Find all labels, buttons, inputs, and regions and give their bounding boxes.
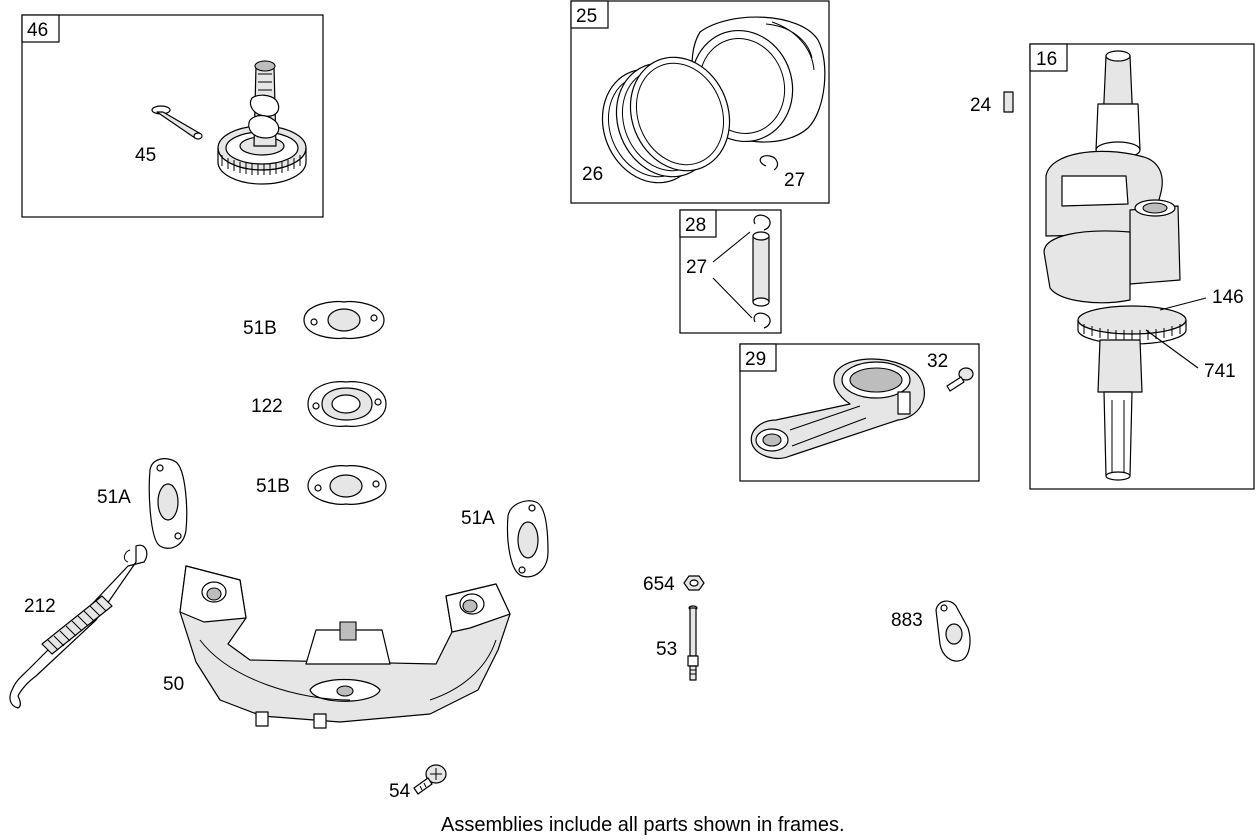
label-212: 212 bbox=[24, 596, 56, 617]
label-883: 883 bbox=[891, 610, 923, 631]
part-51b-gasket-bottom[interactable] bbox=[307, 465, 387, 505]
part-26-piston-rings[interactable] bbox=[586, 42, 746, 198]
footer-note: Assemblies include all parts shown in fr… bbox=[441, 814, 845, 836]
crankshaft-part[interactable] bbox=[1043, 50, 1187, 481]
frame-46-number: 46 bbox=[27, 20, 48, 41]
part-50-exhaust-manifold[interactable] bbox=[179, 565, 511, 729]
label-122: 122 bbox=[251, 396, 283, 417]
frame-28-number: 28 bbox=[685, 215, 706, 236]
label-54: 54 bbox=[389, 781, 411, 802]
frame-29-number: 29 bbox=[745, 349, 766, 370]
part-51a-gasket-left[interactable] bbox=[148, 458, 188, 549]
part-24-key[interactable] bbox=[1003, 91, 1014, 113]
label-51b-bottom: 51B bbox=[256, 476, 290, 497]
part-122-gasket[interactable] bbox=[307, 381, 387, 427]
label-26: 26 bbox=[582, 164, 603, 185]
leader-741 bbox=[1145, 329, 1199, 369]
part-654-nut[interactable] bbox=[683, 575, 705, 591]
part-51b-gasket-top[interactable] bbox=[303, 300, 385, 340]
label-51b-top: 51B bbox=[243, 318, 277, 339]
part-883-gasket[interactable] bbox=[935, 600, 971, 662]
part-32-rod-bolt[interactable] bbox=[946, 367, 974, 392]
part-45-valve-tappet[interactable] bbox=[151, 105, 203, 140]
frame-46: 46 bbox=[21, 14, 324, 218]
part-212-governor-spring-link[interactable] bbox=[9, 544, 148, 709]
label-45: 45 bbox=[135, 145, 156, 166]
label-51a-right: 51A bbox=[461, 508, 495, 529]
part-54-bolt[interactable] bbox=[413, 764, 447, 795]
part-27-retainer-clip[interactable] bbox=[759, 155, 779, 171]
leader-146 bbox=[1159, 297, 1207, 311]
label-24: 24 bbox=[970, 95, 992, 116]
label-27-frame28: 27 bbox=[686, 257, 707, 278]
label-50: 50 bbox=[163, 674, 184, 695]
label-32: 32 bbox=[927, 351, 948, 372]
frame-25-number: 25 bbox=[576, 6, 597, 27]
label-27-frame25: 27 bbox=[784, 170, 805, 191]
part-53-stud[interactable] bbox=[687, 605, 699, 681]
label-51a-left: 51A bbox=[97, 487, 131, 508]
part-51a-gasket-right[interactable] bbox=[506, 500, 549, 578]
connecting-rod-part[interactable] bbox=[750, 358, 925, 459]
label-53: 53 bbox=[656, 639, 677, 660]
label-146: 146 bbox=[1212, 287, 1244, 308]
camshaft-gear-part[interactable] bbox=[217, 60, 307, 185]
frame-16-number: 16 bbox=[1036, 49, 1057, 70]
label-741: 741 bbox=[1204, 361, 1236, 382]
piston-pin-part[interactable] bbox=[712, 214, 771, 329]
label-654: 654 bbox=[643, 574, 675, 595]
